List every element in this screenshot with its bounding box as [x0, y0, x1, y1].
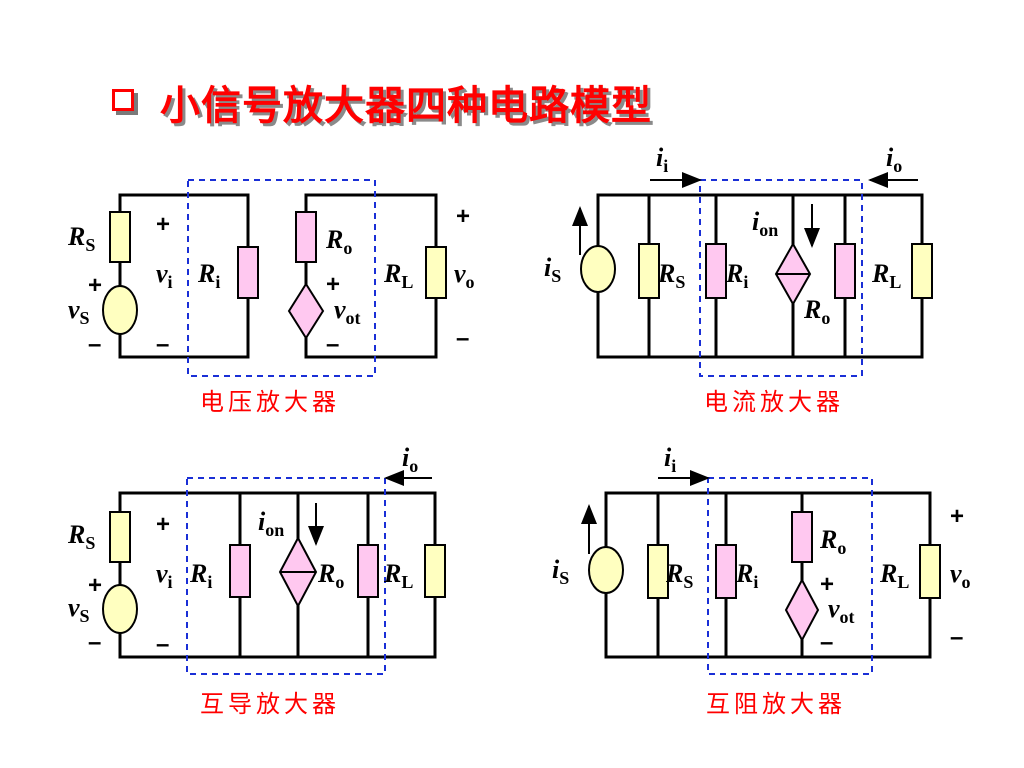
- caption-transconductance-amplifier: 互导放大器: [200, 690, 340, 718]
- sign-plus-vs: +: [88, 572, 102, 599]
- label-ri: Ri: [735, 559, 758, 592]
- sign-plus-vot: +: [326, 271, 340, 298]
- amplifier-boundary: [186, 477, 386, 675]
- sign-plus-vot: +: [820, 571, 834, 598]
- label-vs: vS: [68, 295, 90, 328]
- label-ro: Ro: [325, 225, 352, 258]
- sign-minus-vo: –: [950, 624, 963, 651]
- sign-plus-vi: +: [156, 211, 170, 238]
- label-vi: vi: [156, 559, 173, 592]
- slide-title: 小信号放大器四种电路模型: [160, 83, 652, 129]
- resistor-rs: [109, 211, 131, 263]
- label-ro: Ro: [803, 295, 830, 328]
- resistor-ro: [295, 211, 317, 263]
- label-ri: Ri: [197, 259, 220, 292]
- label-io: io: [402, 443, 418, 476]
- dependent-voltage-source: [784, 577, 820, 643]
- current-source-is: [588, 546, 624, 594]
- caption-transresistance-amplifier: 互阻放大器: [706, 690, 846, 718]
- label-rl: RL: [879, 559, 909, 592]
- label-ii: ii: [664, 443, 676, 476]
- voltage-source-vs: [102, 584, 138, 634]
- resistor-rs: [638, 243, 660, 299]
- resistor-ri: [705, 243, 727, 299]
- label-rs: RS: [657, 259, 685, 292]
- label-io: io: [886, 143, 902, 176]
- label-vs: vS: [68, 593, 90, 626]
- dependent-voltage-source: [287, 282, 325, 340]
- label-ro: Ro: [819, 525, 846, 558]
- label-ri: Ri: [189, 559, 212, 592]
- resistor-rl: [919, 544, 941, 599]
- label-vo: vo: [454, 259, 475, 292]
- resistor-ro: [834, 243, 856, 299]
- sign-minus-vot: –: [820, 629, 833, 656]
- label-rs: RS: [67, 222, 95, 255]
- amplifier-boundary: [187, 179, 376, 377]
- label-is: iS: [544, 253, 561, 286]
- title-row: 小信号放大器四种电路模型: [112, 74, 652, 130]
- resistor-ri: [229, 544, 251, 598]
- resistor-rl: [424, 544, 446, 598]
- label-vi: vi: [156, 259, 173, 292]
- sign-minus-vot: –: [326, 331, 339, 358]
- label-is: iS: [552, 555, 569, 588]
- sign-minus-vs: –: [88, 331, 101, 358]
- sign-plus-vi: +: [156, 511, 170, 538]
- resistor-rl: [911, 243, 933, 299]
- label-ro: Ro: [317, 559, 344, 592]
- sign-plus-vo: +: [456, 203, 470, 230]
- label-ion: ion: [258, 507, 284, 540]
- label-rs: RS: [665, 559, 693, 592]
- current-amplifier-circuit: ii io iS RS Ri ion Ro RL 电流放大器: [544, 143, 933, 416]
- caption-voltage-amplifier: 电压放大器: [200, 388, 340, 416]
- resistor-rs: [647, 544, 669, 599]
- amplifier-boundary: [699, 179, 863, 377]
- sign-minus-vo: –: [456, 325, 469, 352]
- caption-current-amplifier: 电流放大器: [704, 388, 844, 416]
- voltage-amplifier-circuit: RS + vS – + vi – Ri Ro + vot – RL + vo –…: [67, 179, 475, 416]
- hollow-square-bullet-icon: [112, 89, 138, 115]
- current-source-is: [580, 245, 616, 293]
- label-vo: vo: [950, 559, 971, 592]
- sign-plus-vs: +: [88, 272, 102, 299]
- label-rl: RL: [871, 259, 901, 292]
- resistor-ri: [237, 246, 259, 299]
- resistor-rs: [109, 511, 131, 563]
- label-vot: vot: [828, 594, 855, 627]
- label-rl: RL: [383, 559, 413, 592]
- resistor-ro: [357, 544, 379, 598]
- transresistance-amplifier-circuit: ii iS RS Ri Ro + vot – RL + vo – 互阻放大器: [552, 443, 971, 718]
- label-ion: ion: [752, 207, 778, 240]
- sign-minus-vs: –: [88, 629, 101, 656]
- resistor-ro: [791, 511, 813, 563]
- resistor-ri: [715, 544, 737, 599]
- label-ii: ii: [656, 143, 668, 176]
- resistor-rl: [425, 246, 447, 299]
- label-ri: Ri: [725, 259, 748, 292]
- label-vot: vot: [334, 295, 361, 328]
- label-rs: RS: [67, 520, 95, 553]
- sign-minus-vi: –: [156, 631, 169, 658]
- label-rl: RL: [383, 259, 413, 292]
- sign-plus-vo: +: [950, 503, 964, 530]
- voltage-source-vs: [102, 285, 138, 335]
- sign-minus-vi: –: [156, 331, 169, 358]
- amplifier-boundary: [707, 477, 873, 675]
- transconductance-amplifier-circuit: io RS + vS – + vi – Ri ion Ro RL 互导放大器: [67, 443, 446, 718]
